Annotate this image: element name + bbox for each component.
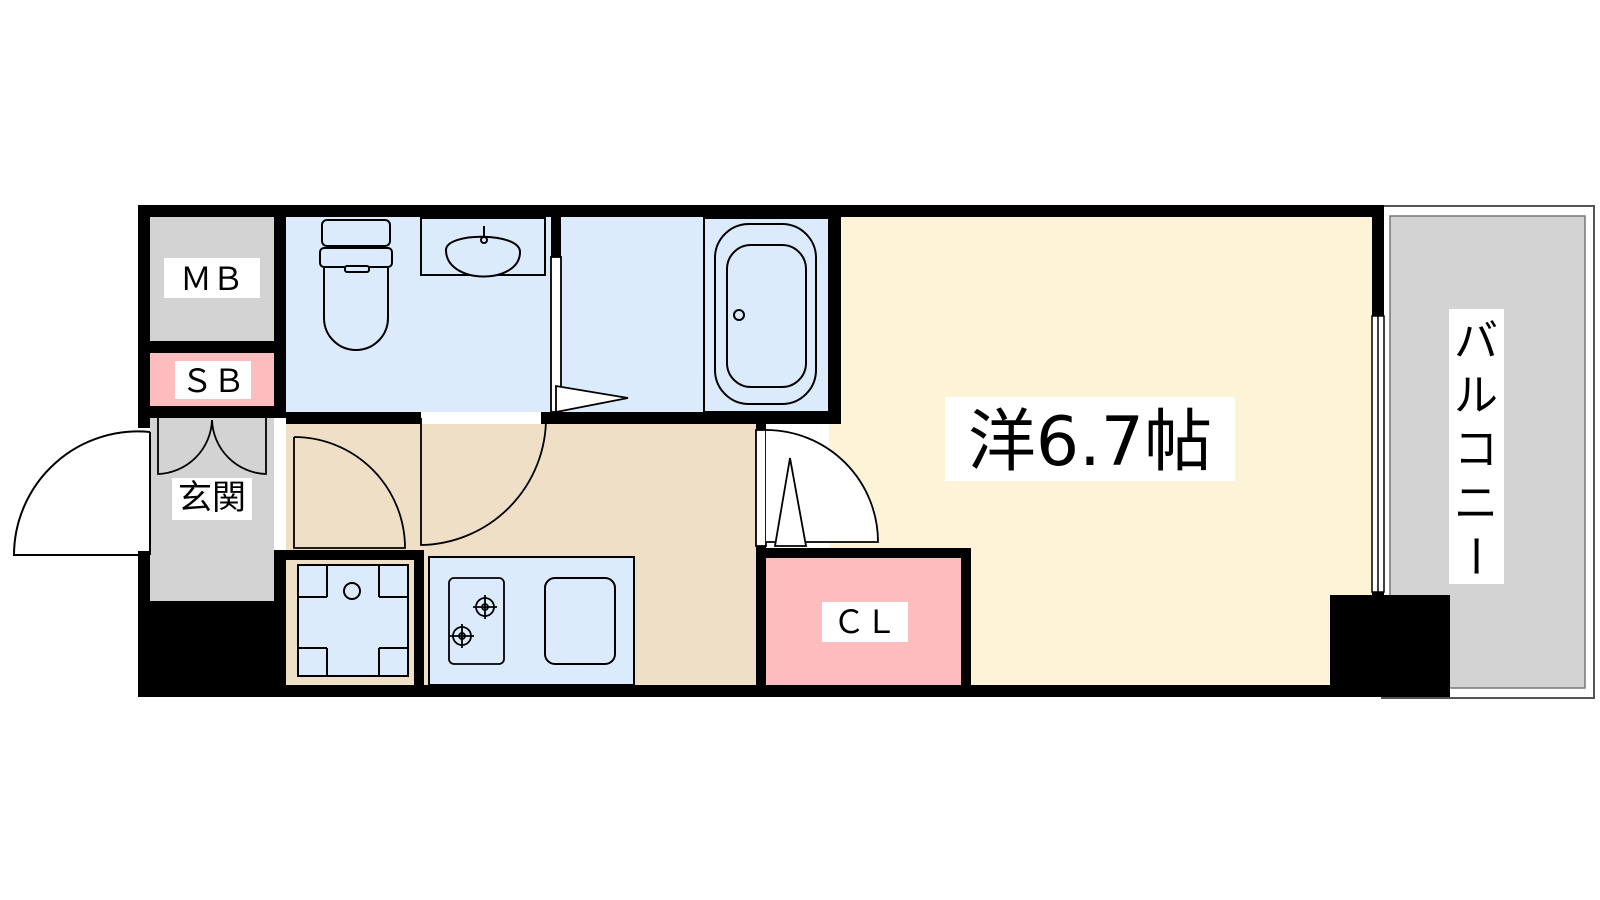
svg-text:ＣＬ: ＣＬ bbox=[833, 603, 897, 641]
genkan-door bbox=[157, 418, 267, 475]
bathtub-icon bbox=[703, 217, 830, 413]
washbasin-icon bbox=[420, 217, 546, 278]
toilet-icon bbox=[319, 219, 393, 351]
svg-text:ル: ル bbox=[1454, 370, 1498, 421]
svg-text:洋6.7帖: 洋6.7帖 bbox=[968, 403, 1212, 482]
entrance-door bbox=[12, 428, 151, 556]
svg-text:コ: コ bbox=[1454, 424, 1498, 475]
bathroom-door bbox=[550, 256, 629, 414]
svg-text:ＳＢ: ＳＢ bbox=[181, 362, 245, 400]
svg-text:ニ: ニ bbox=[1454, 478, 1498, 529]
svg-text:ー: ー bbox=[1449, 534, 1500, 578]
hall-door bbox=[274, 424, 406, 550]
washing-machine-icon bbox=[297, 564, 409, 677]
balcony-label: バ ル コ ニ ー bbox=[1449, 309, 1504, 584]
svg-text:ＭＢ: ＭＢ bbox=[180, 260, 244, 298]
washroom-door bbox=[420, 417, 547, 546]
mb-label: ＭＢ bbox=[164, 258, 260, 298]
western-room-label: 洋6.7帖 bbox=[945, 397, 1235, 482]
kitchen-sink-icon bbox=[544, 577, 616, 665]
svg-text:バ: バ bbox=[1454, 316, 1498, 367]
room-door bbox=[755, 429, 879, 547]
stove-icon bbox=[448, 577, 505, 665]
sb-label: ＳＢ bbox=[175, 361, 251, 400]
svg-text:玄関: 玄関 bbox=[178, 478, 246, 518]
genkan-label: 玄関 bbox=[172, 478, 252, 520]
balcony-window bbox=[1371, 315, 1385, 593]
cl-label: ＣＬ bbox=[822, 602, 908, 642]
